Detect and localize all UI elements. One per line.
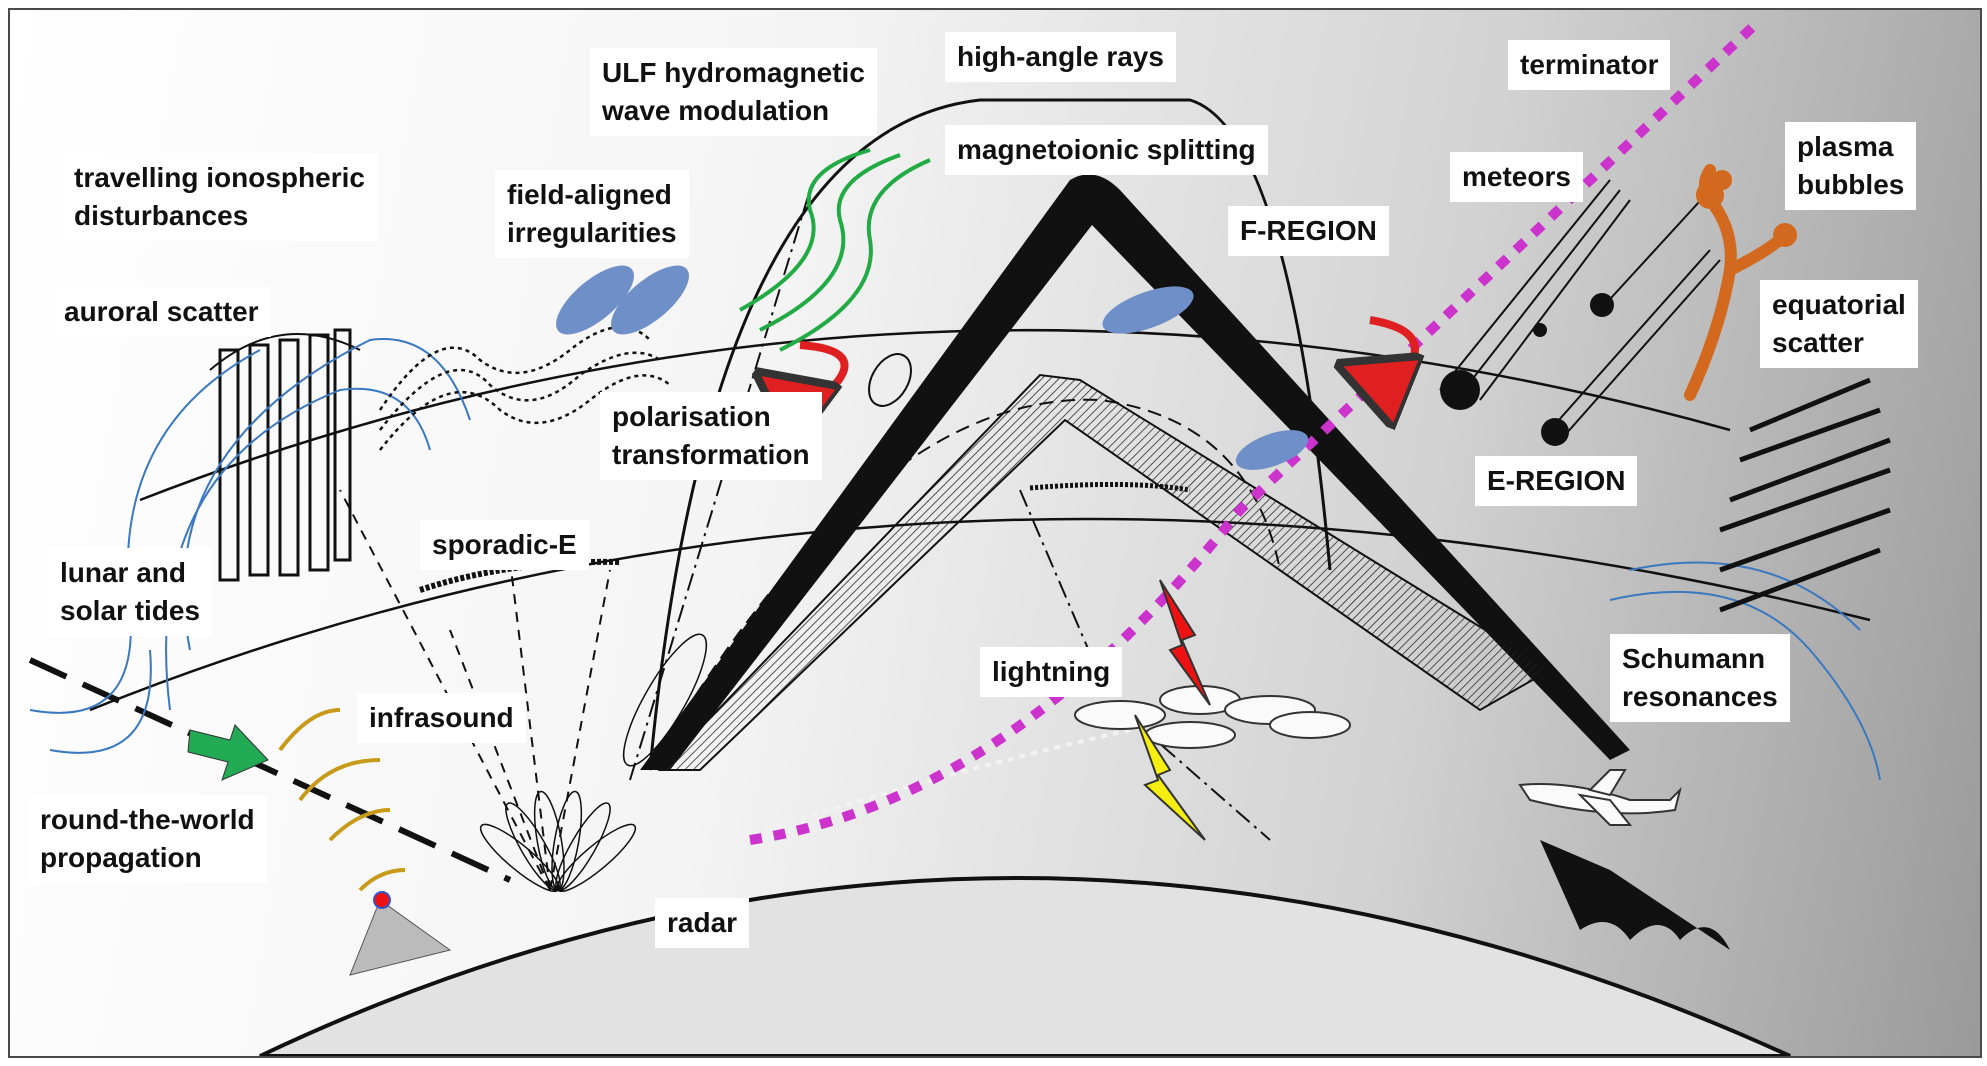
dotted-lightning-path [639,728,1131,872]
label-lightning: lightning [980,647,1123,697]
label-travelling-disturbances: travelling ionospheric disturbances [62,153,377,241]
f-region-arrow [1365,316,1415,378]
radar-fan-3 [549,569,611,891]
radar-lobes [479,633,708,893]
label-f-region: F-REGION [1228,206,1389,256]
label-polarisation-transformation: polarisation transformation [600,392,822,480]
field-aligned-irregularity-2 [611,265,689,335]
label-radar: radar [655,898,750,948]
equatorial-scatter-streaks [1719,377,1891,613]
label-sporadic-e: sporadic-E [420,520,589,570]
label-terminator: terminator [1508,40,1671,90]
polarisation-ellipse [868,353,912,407]
label-lunar-solar-tides: lunar and solar tides [48,548,213,636]
round-the-world-line [28,657,512,883]
polarisation-arrow [780,341,849,398]
e-region-ray [657,373,1552,771]
ulf-waves [739,148,931,352]
magnetic-field-lines [29,338,1881,781]
label-field-aligned-irregularities: field-aligned irregularities [495,170,689,258]
ionosphere-diagram [28,16,1891,1056]
auroral-dashed [339,489,551,891]
label-round-the-world: round-the-world propagation [28,795,267,883]
terminator-line [749,16,1764,845]
e-region-irregularity [1235,430,1309,470]
travelling-disturbance-waves [378,325,671,451]
label-meteors: meteors [1450,152,1583,202]
label-schumann-resonances: Schumann resonances [1610,634,1790,722]
label-e-region: E-REGION [1475,456,1638,506]
lightning-bolt-red [1159,579,1211,706]
f-region-irregularity [1102,286,1194,334]
label-infrasound: infrasound [357,693,526,743]
f-region-layer [139,328,1731,502]
dashdot-ray-2 [1019,489,1271,841]
infrasound-source [349,899,452,976]
label-high-angle-rays: high-angle rays [945,32,1176,82]
field-aligned-irregularity-1 [556,265,634,335]
label-ulf-modulation: ULF hydromagnetic wave modulation [590,48,877,136]
aircraft [1518,769,1682,826]
label-magnetoionic-splitting: magnetoionic splitting [945,125,1268,175]
plasma-bubble-head-3 [1712,170,1732,190]
infrasound-arcs [278,708,406,892]
lightning-cloud [1074,685,1351,749]
diagram-frame: travelling ionospheric disturbances fiel… [8,8,1982,1058]
label-equatorial-scatter: equatorial scatter [1760,280,1918,368]
radar-fan-1 [509,559,551,891]
dashdot-ray [629,189,811,781]
label-auroral-scatter: auroral scatter [52,287,271,337]
schumann-cavity-band [1540,840,1770,1010]
infrasound-source-marker [373,891,391,909]
meteors [1439,179,1721,446]
propagation-arrow [187,724,269,781]
label-plasma-bubbles: plasma bubbles [1785,122,1917,210]
earth-surface [259,876,1791,1056]
plasma-bubble-head-2 [1773,223,1797,247]
lightning-bolt-yellow [1134,714,1206,841]
dashed-ray-e [649,398,1281,771]
